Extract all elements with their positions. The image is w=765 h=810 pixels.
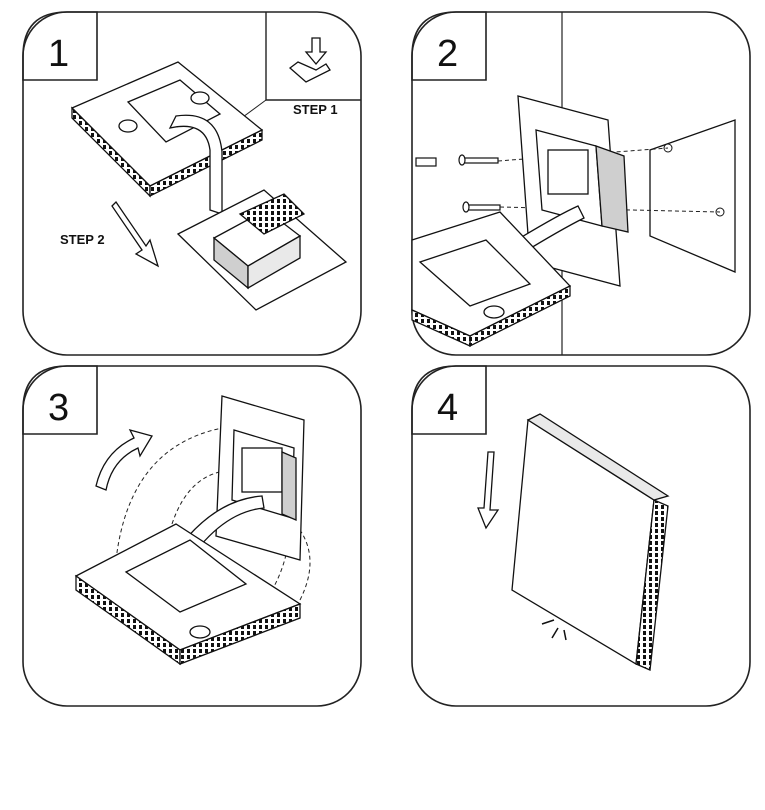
panel-3: 3 (22, 365, 362, 707)
panel-3-number-tab (22, 365, 98, 435)
panel-2-frame (411, 11, 751, 356)
down-arrow-icon (304, 37, 328, 66)
down-arrow-icon (477, 451, 500, 530)
panel-4-number-tab (411, 365, 487, 435)
step-1-caption: STEP 1 (293, 102, 338, 117)
panel-4-number: 4 (437, 387, 458, 429)
swing-arcs (115, 425, 311, 625)
step-2-caption: STEP 2 (60, 232, 105, 247)
wall-box (649, 119, 736, 273)
panel-1-number-tab (22, 11, 98, 81)
panel-1: 1 STEP 1 STEP 2 (22, 11, 362, 356)
mounting-frame (215, 395, 305, 561)
panel-4-frame (411, 365, 751, 707)
panel-1-frame (22, 11, 362, 356)
curved-arrow-icon (95, 428, 153, 491)
power-module (176, 189, 348, 311)
panel-3-number: 3 (48, 387, 69, 429)
thermostat-unit (511, 413, 670, 671)
cover-plate (74, 523, 302, 666)
screws (415, 154, 501, 213)
cover-plate (411, 211, 572, 348)
panel-2: 2 (411, 11, 751, 356)
step-1-inset: STEP 1 (265, 12, 361, 117)
panel-4: 4 (411, 365, 751, 707)
touch-indicator-icon (541, 619, 567, 641)
diagonal-arrow-icon (111, 200, 160, 268)
cover-plate (70, 61, 264, 198)
panel-3-frame (22, 365, 362, 707)
panel-1-number: 1 (48, 33, 69, 75)
panel-2-number-tab (411, 11, 487, 81)
ribbon-cable (168, 114, 223, 215)
thermostat-front-face (511, 418, 655, 666)
panel-2-number: 2 (437, 33, 458, 75)
clip-tab-icon (288, 61, 331, 83)
